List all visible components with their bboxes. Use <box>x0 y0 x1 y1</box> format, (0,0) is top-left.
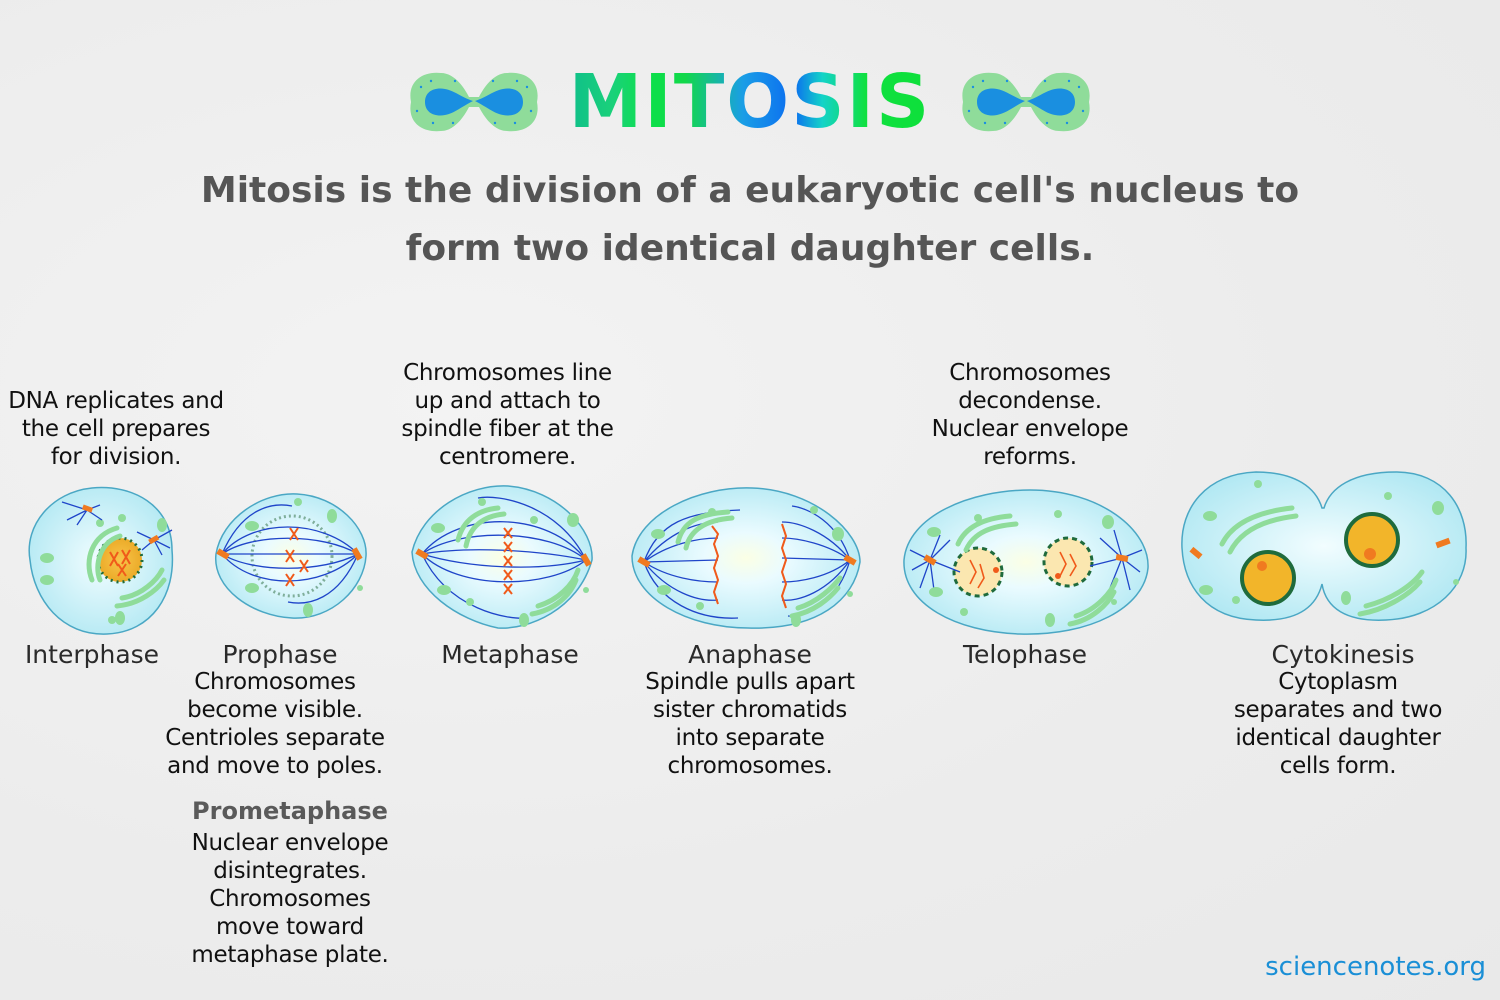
description-line: decondense. <box>958 388 1102 414</box>
description-line: for division. <box>50 444 182 470</box>
phase-label-prometaphase: Prometaphase <box>192 797 388 825</box>
page-title: MITOSIS <box>568 59 932 145</box>
cytokinesis-description: Cytoplasm separates and two identical da… <box>1218 668 1458 780</box>
description-line: Chromosomes <box>194 669 356 695</box>
prometaphase-description: Nuclear envelope disintegrates. Chromoso… <box>170 829 410 969</box>
description-line: Chromosomes <box>209 886 371 912</box>
phase-label-interphase: Interphase <box>24 640 160 669</box>
description-line: Cytoplasm <box>1278 669 1398 695</box>
description-line: Chromosomes line <box>403 360 612 386</box>
description-line: Spindle pulls apart <box>645 669 855 695</box>
description-line: move toward <box>216 914 364 940</box>
subtitle-line: Mitosis is the division of a eukaryotic … <box>200 170 1300 211</box>
prophase-description: Chromosomes become visible. Centrioles s… <box>160 668 390 780</box>
description-line: up and attach to <box>414 388 601 414</box>
description-line: become visible. <box>187 697 363 723</box>
description-line: reforms. <box>983 444 1077 470</box>
description-line: centromere. <box>438 444 577 470</box>
description-line: cells form. <box>1279 753 1397 779</box>
description-line: chromosomes. <box>667 753 833 779</box>
anaphase-cell-illustration <box>631 487 861 629</box>
cytokinesis-cell-illustration <box>1181 471 1467 621</box>
description-line: disintegrates. <box>213 858 367 884</box>
description-line: identical daughter <box>1235 725 1441 751</box>
phase-label-telophase: Telophase <box>962 640 1088 669</box>
description-line: spindle fiber at the <box>401 416 614 442</box>
prophase-cell-illustration <box>215 493 367 619</box>
description-line: Chromosomes <box>949 360 1111 386</box>
description-line: Nuclear envelope <box>191 830 389 856</box>
telophase-cell-illustration <box>903 489 1149 635</box>
subtitle: Mitosis is the division of a eukaryotic … <box>0 162 1500 278</box>
source-link[interactable]: sciencenotes.org <box>1265 952 1486 982</box>
description-line: into separate <box>675 725 825 751</box>
anaphase-description: Spindle pulls apart sister chromatids in… <box>630 668 870 780</box>
description-line: metaphase plate. <box>191 942 389 968</box>
interphase-cell-illustration <box>28 486 174 635</box>
description-line: separates and two <box>1233 697 1443 723</box>
phase-label-metaphase: Metaphase <box>441 640 579 669</box>
metaphase-cell-illustration <box>411 485 593 629</box>
interphase-description: DNA replicates and the cell prepares for… <box>0 387 232 471</box>
description-line: Centrioles separate <box>165 725 385 751</box>
phase-label-prophase: Prophase <box>222 640 338 669</box>
subtitle-line: form two identical daughter cells. <box>405 228 1095 269</box>
phase-label-cytokinesis: Cytokinesis <box>1271 640 1415 669</box>
metaphase-description: Chromosomes line up and attach to spindl… <box>385 359 630 471</box>
dividing-cell-icon <box>410 72 538 132</box>
description-line: and move to poles. <box>167 753 383 779</box>
description-line: Nuclear envelope <box>931 416 1129 442</box>
telophase-description: Chromosomes decondense. Nuclear envelope… <box>915 359 1145 471</box>
description-line: sister chromatids <box>653 697 847 723</box>
description-line: DNA replicates and <box>8 388 224 414</box>
phase-label-anaphase: Anaphase <box>688 640 812 669</box>
description-line: the cell prepares <box>21 416 211 442</box>
title-row: MITOSIS <box>0 62 1500 142</box>
dividing-cell-icon <box>962 72 1090 132</box>
